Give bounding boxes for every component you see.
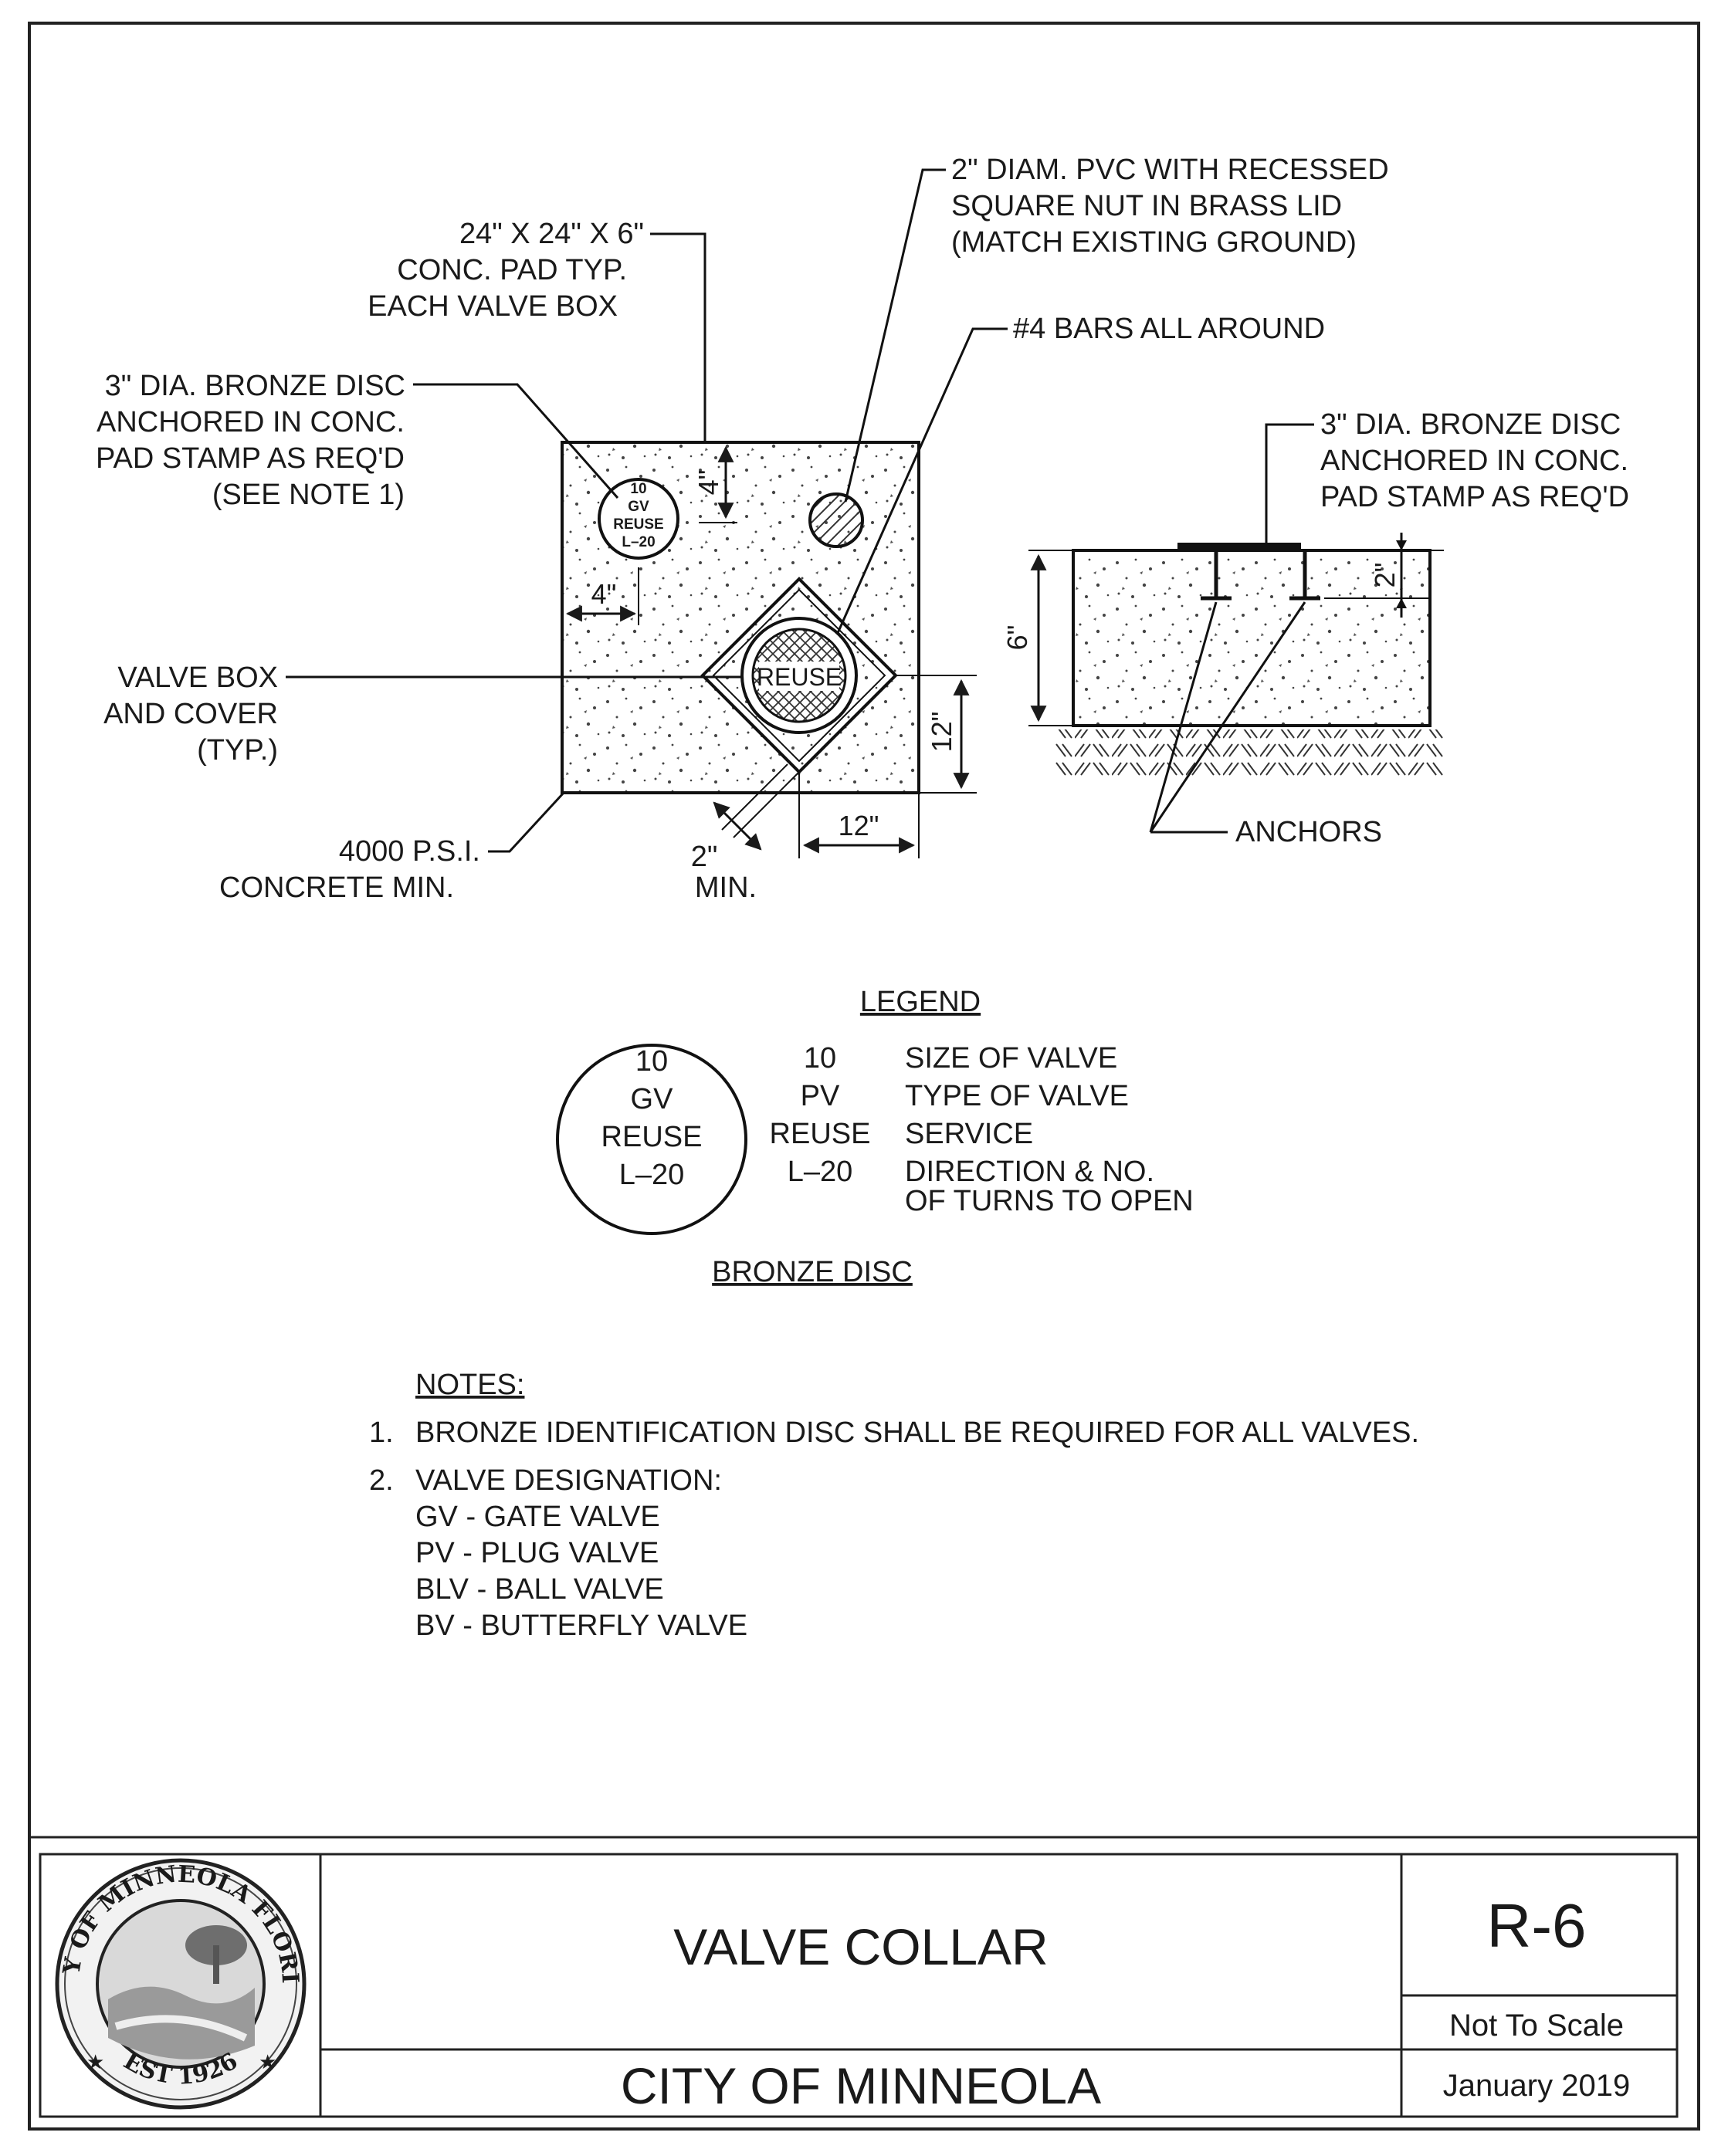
legend-desc-4b: OF TURNS TO OPEN	[905, 1185, 1194, 1217]
sheet-number: R-6	[1487, 1891, 1587, 1960]
rebar-diamond-inner	[712, 588, 886, 763]
bronze-disc-plan	[598, 478, 679, 560]
designation-pv: PV - PLUG VALVE	[415, 1537, 659, 1569]
legend-desc-4: DIRECTION & NO.	[905, 1156, 1154, 1188]
dim-disc-top: 4"	[693, 470, 724, 496]
pvc-lid	[808, 492, 864, 548]
note-2-number: 2.	[369, 1464, 394, 1497]
plan-view: 10 GV REUSE L–20 REUSE 4" 4" 12" 12"	[561, 441, 977, 904]
legend: LEGEND 10 GV REUSE L–20 10 PV REUSE L–20…	[556, 986, 1194, 1288]
anchors-leader-1	[1149, 601, 1218, 833]
cover-label: REUSE	[757, 663, 842, 691]
pvc-leader	[844, 168, 946, 503]
seal-star-left: ★	[86, 2050, 104, 2073]
min-clear-label: MIN.	[695, 872, 757, 904]
plan-callouts: 24" X 24" X 6" CONC. PAD TYP. EACH VALVE…	[96, 154, 1389, 904]
pad-callout-3: EACH VALVE BOX	[368, 290, 618, 323]
title-block-frame	[39, 1853, 1679, 2118]
drawing-title: VALVE COLLAR	[673, 1918, 1048, 1975]
concrete-callout-2: CONCRETE MIN.	[219, 872, 454, 904]
dim-2-arrow-bot	[1396, 598, 1407, 608]
cover-label-bg	[759, 662, 839, 691]
sheet-border	[28, 22, 1700, 2131]
seal-text-top: CITY OF MINNEOLA FLORIDA	[0, 0, 303, 1984]
bars-leader	[836, 327, 1008, 634]
legend-desc-2: TYPE OF VALVE	[905, 1080, 1129, 1112]
note-1-text: BRONZE IDENTIFICATION DISC SHALL BE REQU…	[415, 1416, 1419, 1449]
agency-name: CITY OF MINNEOLA	[621, 2057, 1101, 2114]
pad-callout-1: 24" X 24" X 6"	[459, 218, 644, 250]
disc-plan-leader	[413, 383, 619, 499]
designation-bv: BV - BUTTERFLY VALVE	[415, 1609, 747, 1642]
legend-disc	[556, 1044, 747, 1235]
bronze-disc-section	[1177, 543, 1301, 552]
bars-callout: #4 BARS ALL AROUND	[1013, 313, 1325, 345]
disc-section-leader	[1265, 423, 1314, 543]
legend-code-4: L–20	[788, 1156, 853, 1188]
title-block: CITY OF MINNEOLA FLORIDA EST 1926 ★ ★ VA…	[0, 0, 1699, 2118]
legend-code-1: 10	[804, 1042, 836, 1075]
scale-note: Not To Scale	[1449, 2009, 1624, 2043]
plan-disc-line-3: REUSE	[613, 516, 663, 533]
valve-box-callout-2: AND COVER	[103, 698, 278, 730]
plan-disc-line-1: 10	[630, 481, 646, 497]
note-1-number: 1.	[369, 1416, 394, 1449]
subgrade-soil	[1054, 729, 1444, 776]
disc-plan-callout-2: ANCHORED IN CONC.	[97, 406, 405, 438]
dim-disc-side: 4"	[591, 578, 617, 610]
section-view: 6" 2" 3" DIA. BRONZE DISC ANCHORED IN CO…	[1001, 408, 1629, 848]
anchors-callout: ANCHORS	[1235, 816, 1382, 848]
note-2-text: VALVE DESIGNATION:	[415, 1464, 722, 1497]
valve-box-callout-3: (TYP.)	[197, 734, 278, 767]
legend-desc-3: SERVICE	[905, 1118, 1033, 1150]
plan-disc-line-4: L–20	[622, 534, 655, 550]
dim-box-horizontal: 12"	[839, 810, 879, 841]
disc-section-callout-2: ANCHORED IN CONC.	[1320, 445, 1628, 477]
designation-blv: BLV - BALL VALVE	[415, 1573, 664, 1606]
seal-star-right: ★	[259, 2050, 276, 2073]
drawing-date: January 2019	[1443, 2069, 1630, 2103]
disc-plan-callout-1: 3" DIA. BRONZE DISC	[105, 370, 405, 402]
legend-caption: BRONZE DISC	[712, 1256, 913, 1288]
legend-title: LEGEND	[860, 986, 981, 1018]
valve-box-callout-1: VALVE BOX	[117, 662, 278, 694]
legend-code-2: PV	[801, 1080, 840, 1112]
min-clear-value: 2"	[691, 841, 718, 873]
legend-disc-line-2: GV	[631, 1083, 674, 1115]
min-clear-arrow	[713, 801, 762, 851]
pad-leader	[650, 232, 706, 442]
city-seal: CITY OF MINNEOLA FLORIDA EST 1926 ★ ★	[0, 0, 307, 2110]
legend-disc-line-4: L–20	[619, 1159, 685, 1191]
disc-section-callout-1: 3" DIA. BRONZE DISC	[1320, 408, 1621, 441]
plan-disc-line-2: GV	[628, 499, 649, 515]
pvc-callout-3: (MATCH EXISTING GROUND)	[951, 226, 1357, 259]
anchors-leader-2	[1149, 601, 1306, 833]
pad-callout-2: CONC. PAD TYP.	[397, 254, 627, 286]
concrete-leader	[488, 791, 565, 853]
legend-code-3: REUSE	[770, 1118, 871, 1150]
notes: NOTES: 1. BRONZE IDENTIFICATION DISC SHA…	[369, 1369, 1419, 1642]
disc-plan-callout-4: (SEE NOTE 1)	[212, 479, 405, 511]
pvc-callout-2: SQUARE NUT IN BRASS LID	[951, 190, 1342, 222]
pvc-callout-1: 2" DIAM. PVC WITH RECESSED	[951, 154, 1389, 186]
disc-plan-callout-3: PAD STAMP AS REQ'D	[96, 442, 405, 475]
dim-2-arrow-top	[1396, 540, 1407, 550]
concrete-callout-1: 4000 P.S.I.	[339, 835, 480, 868]
concrete-pad-section	[1072, 549, 1432, 727]
notes-title: NOTES:	[415, 1369, 524, 1401]
legend-disc-line-1: 10	[635, 1045, 668, 1078]
designation-gv: GV - GATE VALVE	[415, 1501, 660, 1533]
dim-box-vertical: 12"	[926, 712, 957, 753]
dim-pad-depth: 6"	[1001, 625, 1033, 651]
legend-disc-line-3: REUSE	[601, 1121, 703, 1153]
legend-desc-1: SIZE OF VALVE	[905, 1042, 1117, 1075]
disc-section-callout-3: PAD STAMP AS REQ'D	[1320, 481, 1629, 513]
dim-anchor-depth: 2"	[1369, 563, 1401, 588]
